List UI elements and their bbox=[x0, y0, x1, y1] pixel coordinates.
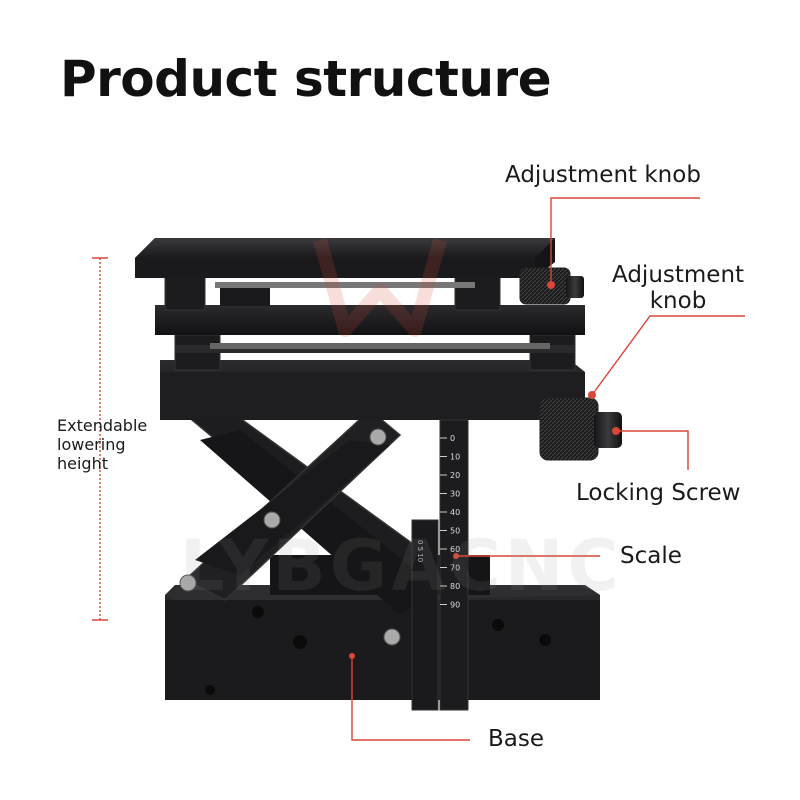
label-adjustment-knob-side: Adjustment knob bbox=[612, 262, 744, 314]
middle-plate bbox=[155, 274, 585, 335]
label-extendable-line2: lowering bbox=[57, 435, 126, 454]
leader-top-knob bbox=[550, 197, 700, 285]
scale-tick-label: 60 bbox=[450, 545, 460, 554]
leader-side-knob bbox=[591, 315, 745, 396]
scale-tick-label: 70 bbox=[450, 564, 460, 573]
label-adjustment-knob-side-line2: knob bbox=[649, 288, 707, 314]
label-extendable-line3: height bbox=[57, 454, 108, 473]
scale-tick-label: 10 bbox=[450, 453, 460, 462]
side-adjustment-knob bbox=[539, 391, 622, 461]
scale-tick-label: 90 bbox=[450, 601, 460, 610]
base-plate bbox=[165, 555, 600, 700]
page-title: Product structure bbox=[60, 50, 552, 108]
scale-tick-label: 0 bbox=[450, 434, 455, 443]
watermark-logo bbox=[313, 238, 447, 337]
label-adjustment-knob-top: Adjustment knob bbox=[505, 162, 701, 188]
label-adjustment-knob-side-line1: Adjustment bbox=[612, 262, 745, 288]
watermark-text: LYBGACNC bbox=[180, 525, 623, 607]
dot-base bbox=[349, 653, 355, 659]
scale-tick-label: 50 bbox=[450, 527, 460, 536]
dot-top-knob bbox=[548, 282, 554, 288]
label-base: Base bbox=[488, 726, 545, 752]
scale-tick-label: 30 bbox=[450, 490, 460, 499]
scale-tick-label: 80 bbox=[450, 582, 460, 591]
label-extendable-height: Extendable lowering height bbox=[57, 416, 147, 473]
scale-bar: 0 10 20 30 40 50 60 70 80 90 0 5 10 bbox=[411, 419, 469, 711]
label-locking-screw: Locking Screw bbox=[576, 480, 741, 506]
vernier-label: 0 5 10 bbox=[416, 540, 424, 562]
lower-carriage bbox=[160, 334, 585, 420]
leader-base bbox=[351, 656, 470, 741]
scale-tick-label: 40 bbox=[450, 508, 460, 517]
label-scale: Scale bbox=[620, 543, 682, 569]
dot-scale bbox=[453, 553, 459, 559]
height-ticks bbox=[92, 257, 108, 621]
top-plate bbox=[135, 238, 555, 278]
scale-tick-label: 20 bbox=[450, 471, 460, 480]
label-extendable-line1: Extendable bbox=[57, 416, 148, 435]
callout-lines bbox=[92, 197, 745, 741]
scissor-arms bbox=[171, 399, 440, 646]
leader-locking-screw bbox=[616, 430, 689, 470]
